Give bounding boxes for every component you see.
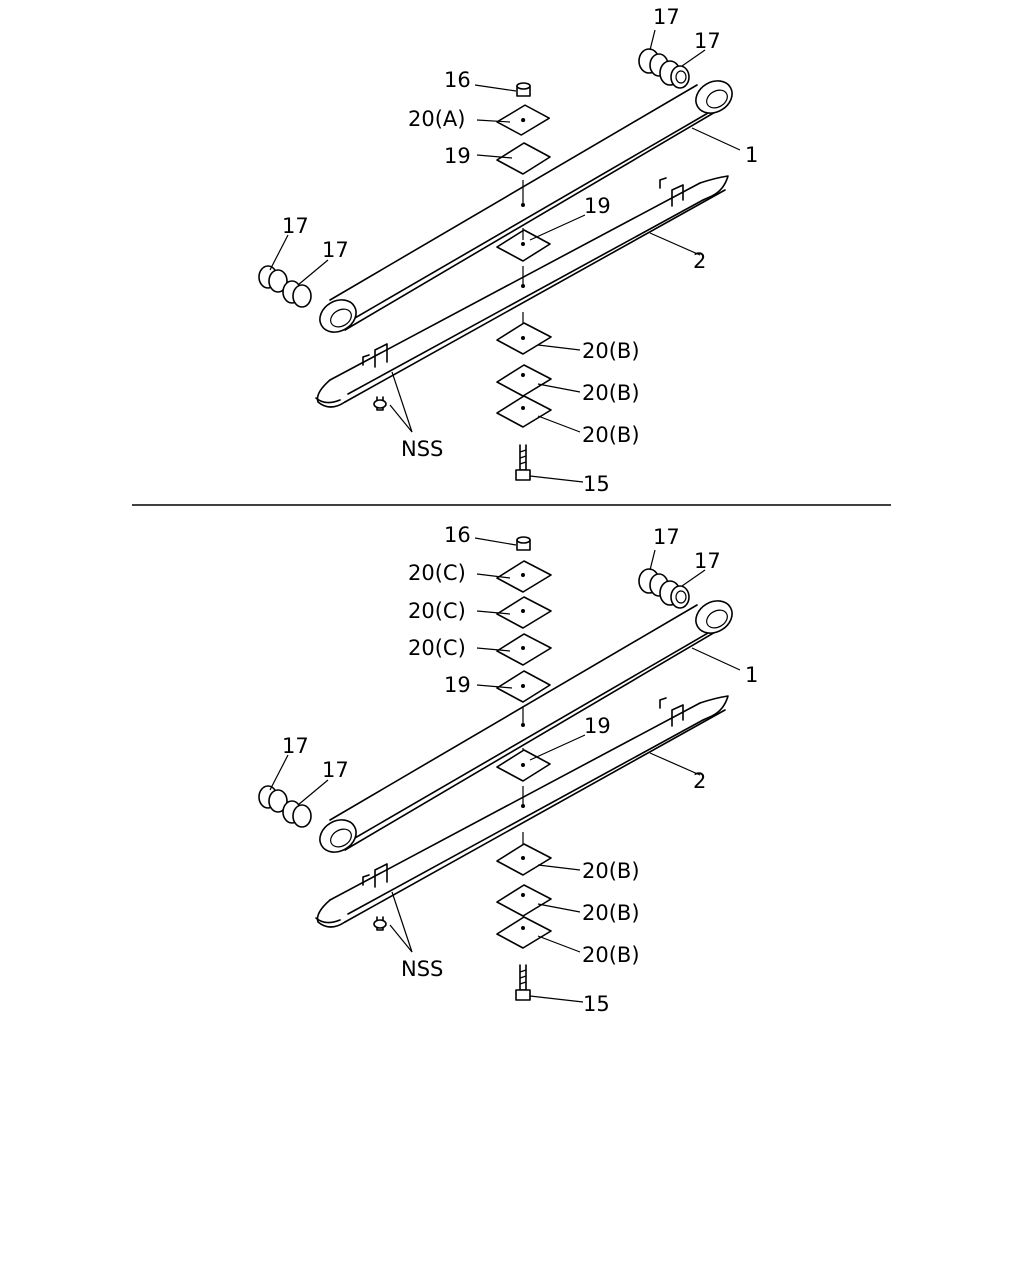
label-17-tr: 17 xyxy=(694,549,721,573)
label-19-mid: 19 xyxy=(584,714,611,738)
spacer-plate-20b-3 xyxy=(496,916,552,949)
nut-16 xyxy=(516,536,531,551)
label-17-br: 17 xyxy=(322,238,349,262)
label-20b-2: 20(B) xyxy=(582,381,640,405)
label-16: 16 xyxy=(444,68,471,92)
spacer-plate-20b-2 xyxy=(496,884,552,917)
label-20b-2: 20(B) xyxy=(582,901,640,925)
spacer-plate-20b-3 xyxy=(496,395,552,428)
label-19-top: 19 xyxy=(444,144,471,168)
label-17-bl: 17 xyxy=(282,734,309,758)
label-17-tr: 17 xyxy=(694,29,721,53)
label-20c-3: 20(C) xyxy=(408,636,466,660)
label-20b-1: 20(B) xyxy=(582,859,640,883)
label-20c-1: 20(C) xyxy=(408,561,466,585)
label-nss: NSS xyxy=(401,437,443,461)
label-15: 15 xyxy=(583,992,610,1016)
bolt-15 xyxy=(515,964,531,1001)
label-1: 1 xyxy=(745,663,758,687)
lower-assembly-view: 16 20(C) 20(C) 20(C) 19 17 17 17 17 1 2 … xyxy=(258,523,758,1016)
label-17-tl: 17 xyxy=(653,525,680,549)
label-16: 16 xyxy=(444,523,471,547)
upper-assembly-view: 16 20(A) 19 17 17 17 17 1 2 19 20(B) 20(… xyxy=(258,5,758,496)
label-2: 2 xyxy=(693,769,706,793)
label-17-bl: 17 xyxy=(282,214,309,238)
spacer-plate-20a xyxy=(496,104,551,136)
label-1: 1 xyxy=(745,143,758,167)
label-19-top: 19 xyxy=(444,673,471,697)
label-17-br: 17 xyxy=(322,758,349,782)
label-nss: NSS xyxy=(401,957,443,981)
spacer-plate-20b-2 xyxy=(496,364,552,397)
label-20a: 20(A) xyxy=(408,107,465,131)
nut-16 xyxy=(516,82,531,97)
label-20b-3: 20(B) xyxy=(582,423,640,447)
label-20b-1: 20(B) xyxy=(582,339,640,363)
label-19-mid: 19 xyxy=(584,194,611,218)
label-17-tl: 17 xyxy=(653,5,680,29)
label-20b-3: 20(B) xyxy=(582,943,640,967)
shim-19-top xyxy=(496,142,551,175)
label-20c-2: 20(C) xyxy=(408,599,466,623)
label-2: 2 xyxy=(693,249,706,273)
bolt-15 xyxy=(515,444,531,481)
label-15: 15 xyxy=(583,472,610,496)
